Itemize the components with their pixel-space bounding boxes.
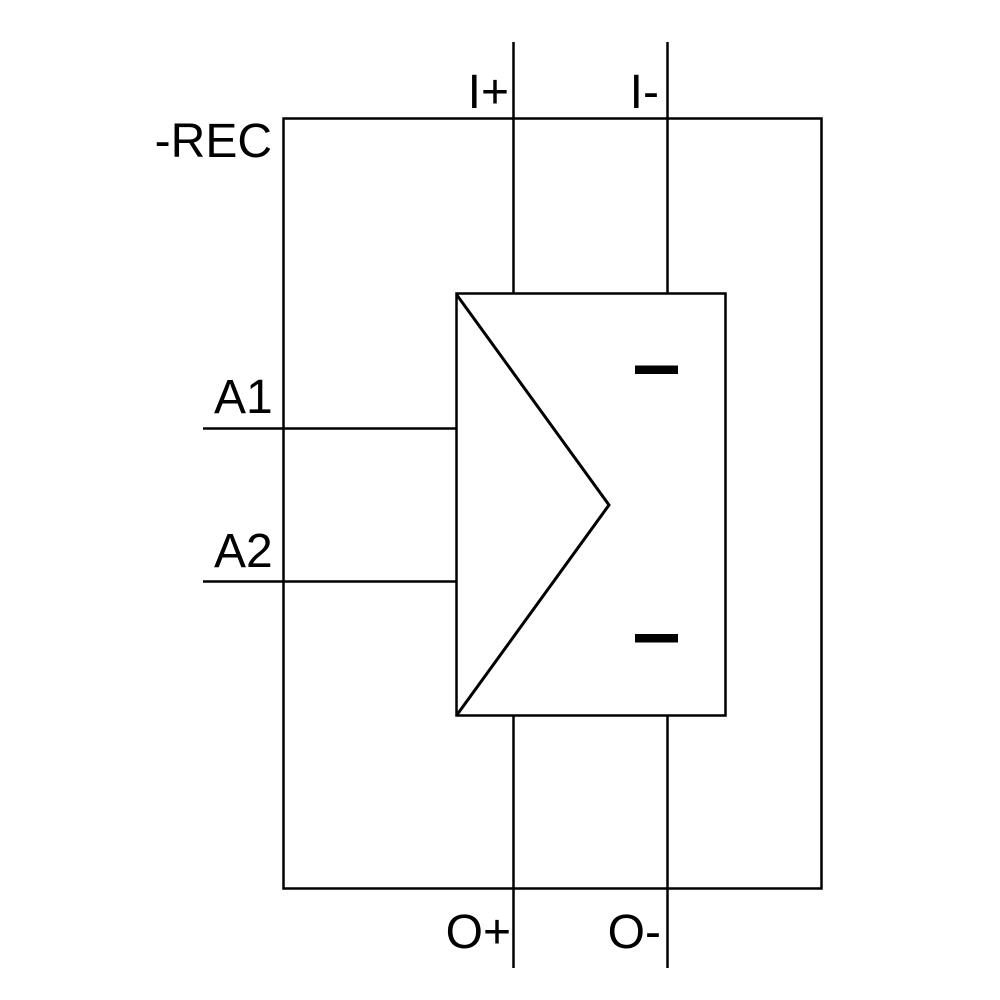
- upper-minus-polarity-icon: [635, 365, 678, 374]
- control-a1-label: A1: [214, 371, 273, 424]
- input-negative-label: I-: [630, 66, 659, 119]
- conversion-chevron-icon: [455, 293, 611, 717]
- control-a2-label: A2: [214, 525, 273, 578]
- output-negative-label: O-: [608, 906, 661, 959]
- converter-body-rect: [455, 292, 727, 717]
- device-label: -REC: [155, 115, 272, 168]
- input-positive-label: I+: [468, 66, 509, 119]
- device-boundary-rect: [282, 117, 823, 890]
- lower-minus-polarity-icon: [635, 634, 678, 643]
- output-positive-label: O+: [446, 906, 511, 959]
